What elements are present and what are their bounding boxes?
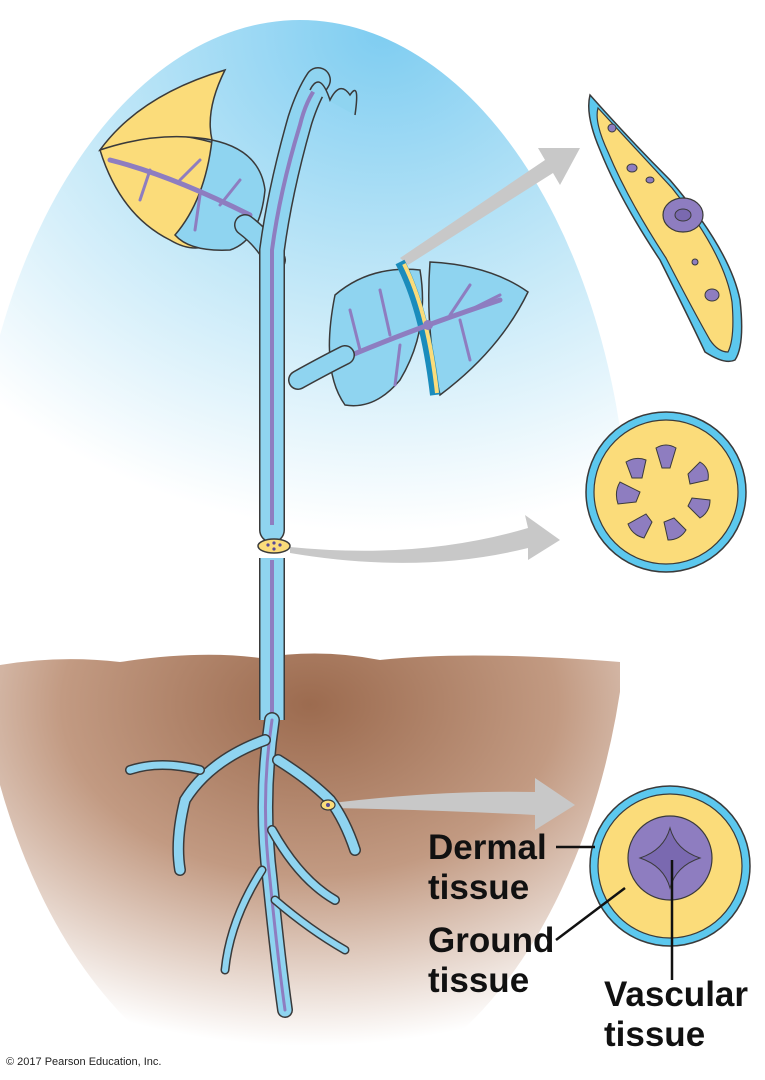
leaf-vein [107, 157, 253, 218]
leaf-cross-section [395, 259, 440, 396]
stem-cut-disc [257, 538, 291, 554]
leaf-right [328, 268, 424, 407]
leaf-arrow [400, 148, 580, 265]
stem-cross-section [585, 411, 747, 573]
stem-arrow [290, 515, 560, 563]
root-cross-section [589, 785, 751, 947]
copyright-notice: © 2017 Pearson Education, Inc. [6, 1056, 162, 1068]
right-leaf-veinlets [348, 283, 502, 387]
leaf-cut-top [98, 68, 227, 152]
ground-tissue-label: Ground tissue [428, 921, 555, 1000]
root-xylem [638, 826, 702, 890]
right-petiole [289, 346, 354, 389]
leaf-veinlets [138, 158, 242, 232]
vascular-tissue-label: Vascular tissue [604, 975, 748, 1054]
soil-area [0, 653, 620, 1080]
upper-stem-vascular [270, 83, 320, 525]
ground-leader [555, 887, 626, 941]
callout-arrows [290, 148, 580, 830]
roots [125, 712, 361, 1018]
leaf-cross-section-core [402, 263, 439, 394]
vascular-bundles [615, 444, 711, 541]
leader-lines [555, 845, 674, 980]
leaf-cell-detail [588, 93, 743, 363]
dermal-tissue-label: Dermal tissue [428, 828, 547, 907]
root-arrow [332, 778, 575, 830]
plant [98, 67, 529, 1018]
shoot-tip [309, 81, 358, 116]
